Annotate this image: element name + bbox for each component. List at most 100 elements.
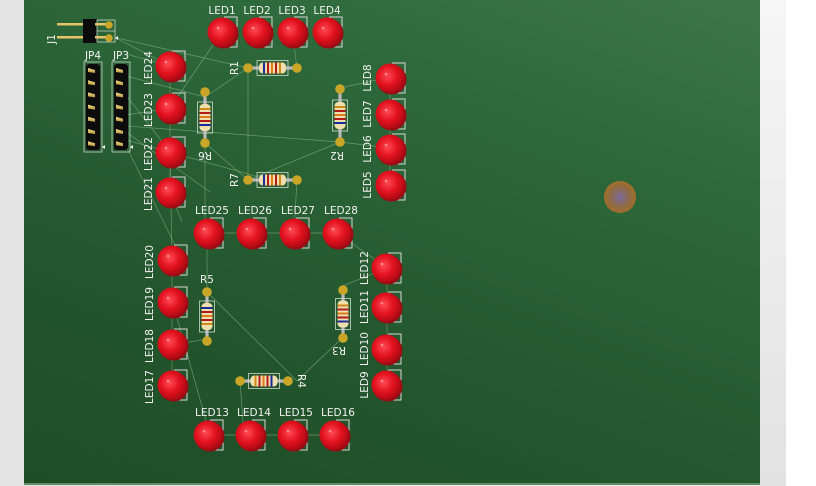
pin — [57, 36, 87, 39]
led-led24[interactable] — [155, 50, 187, 83]
color-band — [199, 112, 211, 114]
led-led2[interactable] — [242, 16, 274, 49]
pad — [105, 21, 113, 29]
resistor-r3[interactable] — [335, 285, 351, 343]
color-band — [275, 174, 277, 186]
led-dome — [207, 17, 237, 47]
label-led11: LED11 — [359, 290, 371, 324]
led-dome — [157, 245, 187, 275]
led-dome — [155, 93, 185, 123]
label-led5: LED5 — [362, 171, 374, 198]
color-band — [267, 174, 269, 186]
connector-jp3[interactable] — [111, 61, 133, 153]
led-highlight — [380, 379, 384, 383]
label-led6: LED6 — [362, 135, 374, 163]
color-band — [199, 108, 211, 110]
label-r6: R6 — [198, 149, 212, 161]
label-led26: LED26 — [238, 205, 272, 217]
pin — [88, 80, 95, 86]
pin — [95, 23, 107, 26]
ratsnest-line — [206, 291, 298, 382]
led-dome — [371, 334, 401, 364]
resistor-r1[interactable] — [243, 60, 302, 76]
resistor-r5[interactable] — [199, 287, 215, 346]
pad — [235, 376, 245, 386]
led-led27[interactable] — [279, 217, 311, 250]
led-led15[interactable] — [277, 419, 309, 452]
header-body — [83, 19, 97, 43]
led-led22[interactable] — [155, 136, 187, 169]
color-band — [337, 312, 349, 315]
resistor-r7[interactable] — [243, 172, 302, 188]
led-highlight — [244, 429, 248, 433]
led-led9[interactable] — [371, 369, 403, 402]
resistor-r6[interactable] — [197, 87, 213, 148]
label-led13: LED13 — [195, 407, 229, 419]
led-led5[interactable] — [375, 169, 407, 202]
led-led14[interactable] — [235, 419, 267, 452]
label-led23: LED23 — [143, 93, 155, 127]
label-led4: LED4 — [313, 5, 341, 17]
led-dome — [157, 370, 187, 400]
led-dome — [155, 177, 185, 207]
color-band — [258, 375, 261, 387]
connector-j1[interactable] — [57, 19, 118, 43]
led-led13[interactable] — [193, 419, 225, 452]
color-band — [201, 307, 213, 309]
led-highlight — [164, 60, 168, 64]
led-led12[interactable] — [371, 252, 403, 285]
led-highlight — [202, 429, 206, 433]
led-dome — [277, 420, 307, 450]
led-led20[interactable] — [157, 244, 189, 277]
color-band — [271, 174, 273, 186]
connector-jp4[interactable] — [83, 61, 105, 153]
led-led16[interactable] — [319, 419, 351, 452]
label-led10: LED10 — [359, 332, 371, 366]
led-led4[interactable] — [312, 16, 344, 49]
led-dome — [375, 170, 405, 200]
led-led23[interactable] — [155, 92, 187, 125]
color-band — [201, 319, 213, 321]
ratsnest-line — [247, 141, 341, 181]
pad — [338, 333, 348, 343]
led-led10[interactable] — [371, 333, 403, 366]
color-band — [279, 62, 281, 74]
resistor-r2[interactable] — [332, 84, 348, 147]
label-led21: LED21 — [143, 177, 155, 211]
label-led25: LED25 — [195, 205, 229, 217]
led-led8[interactable] — [375, 62, 407, 95]
color-band — [254, 375, 257, 387]
led-highlight — [328, 429, 332, 433]
led-dome — [375, 134, 405, 164]
led-dome — [322, 218, 352, 248]
led-led17[interactable] — [157, 369, 189, 402]
led-dome — [235, 420, 265, 450]
led-led28[interactable] — [322, 217, 354, 250]
led-led19[interactable] — [157, 286, 189, 319]
led-highlight — [384, 108, 388, 112]
color-band — [334, 122, 346, 124]
resistor-outline — [335, 298, 351, 330]
led-highlight — [331, 227, 335, 231]
led-highlight — [166, 254, 170, 258]
led-led7[interactable] — [375, 98, 407, 131]
led-led18[interactable] — [157, 328, 189, 361]
label-led22: LED22 — [143, 137, 155, 171]
led-highlight — [384, 72, 388, 76]
color-band — [267, 62, 269, 74]
resistor-r4[interactable] — [235, 373, 293, 389]
led-led26[interactable] — [236, 217, 268, 250]
led-led6[interactable] — [375, 133, 407, 166]
led-led11[interactable] — [371, 291, 403, 324]
ratsnest-line — [204, 67, 249, 98]
led-highlight — [384, 179, 388, 183]
led-dome — [371, 253, 401, 283]
led-led25[interactable] — [193, 217, 225, 250]
label-led24: LED24 — [143, 51, 155, 85]
resistor-outline — [199, 300, 215, 333]
label-led27: LED27 — [281, 205, 315, 217]
led-led21[interactable] — [155, 176, 187, 209]
led-led3[interactable] — [277, 16, 309, 49]
led-led1[interactable] — [207, 16, 239, 49]
